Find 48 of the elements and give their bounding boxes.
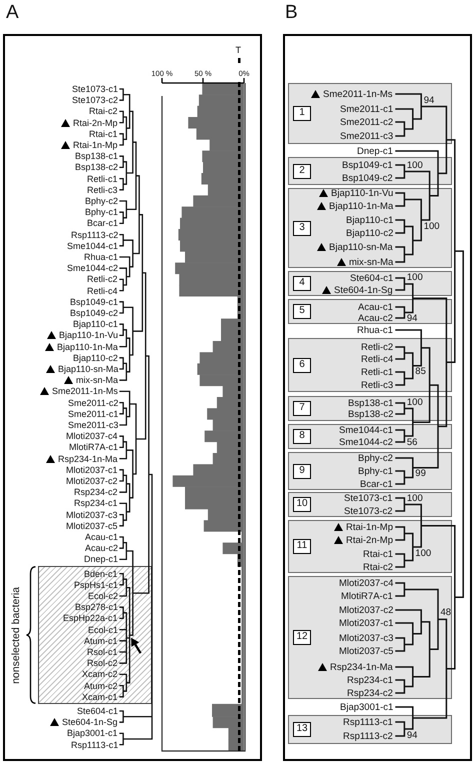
panel-letter: B <box>285 3 298 23</box>
bootstrap-value: 94 <box>424 96 434 106</box>
strain-label: Bjap110-1n-Vu <box>59 330 118 340</box>
cluster-number: 11 <box>293 539 311 554</box>
strain-label: Bjap110-sn-Ma <box>329 242 393 252</box>
bootstrap-value: 48 <box>440 608 452 618</box>
cluster-number: 5 <box>293 304 311 319</box>
bootstrap-value: 94 <box>406 730 418 740</box>
strain-label: Sme2011-1n-Ms <box>52 386 118 396</box>
cluster-number: 8 <box>293 429 311 444</box>
bootstrap-value: 100 <box>415 548 432 558</box>
cluster-number: 4 <box>293 276 311 291</box>
strain-label: Sme2011-1n-Ms <box>323 88 393 100</box>
bootstrap-value: 56 <box>406 438 418 448</box>
strain-label: Bjap110-sn-Ma <box>58 364 118 374</box>
strain-label: Rsp234-1n-Ma <box>330 662 393 672</box>
cluster-number: 7 <box>293 401 311 416</box>
bootstrap-value: 100 <box>406 273 423 283</box>
strain-label: Rtai-2n-Mp <box>346 534 393 546</box>
bootstrap-value: 100 <box>406 160 423 170</box>
strain-label: Rtai-2n-Mp <box>73 118 118 128</box>
panel-letter: A <box>6 3 19 23</box>
bootstrap-value: 85 <box>415 367 426 378</box>
strain-label: mix-sn-Ma <box>349 256 394 268</box>
group-label: nonselected bacteria <box>10 586 22 684</box>
bootstrap-value: 100 <box>406 398 423 408</box>
cluster-number: 3 <box>293 220 311 236</box>
strain-label: Rtai-1n-Mp <box>73 140 118 150</box>
cluster-number: 13 <box>293 722 311 737</box>
bootstrap-value: 100 <box>424 222 440 232</box>
strain-label: mix-sn-Ma <box>76 375 118 386</box>
strain-label: Bjap110-1n-Ma <box>329 200 394 212</box>
cluster-number: 2 <box>293 164 311 178</box>
cluster-number: 6 <box>293 358 311 372</box>
strain-label: Rsp234-1n-Ma <box>58 454 118 464</box>
cluster-number: 12 <box>293 630 311 645</box>
cluster-number: 10 <box>293 497 311 512</box>
strain-label: Rtai-1n-Mp <box>346 522 393 532</box>
cluster-number: 9 <box>293 464 311 478</box>
cluster-number: 1 <box>293 106 311 121</box>
threshold-label: T <box>236 45 241 55</box>
strain-label: Bjap110-1n-Vu <box>331 188 394 198</box>
bootstrap-value: 99 <box>415 469 426 480</box>
strain-label: Bjap110-1n-Ma <box>57 342 118 352</box>
bootstrap-value: 94 <box>406 314 418 324</box>
strain-label: Ste604-1n-Sg <box>62 717 118 728</box>
strain-label: Ste604-1n-Sg <box>334 284 393 296</box>
bootstrap-value: 100 <box>406 494 423 504</box>
